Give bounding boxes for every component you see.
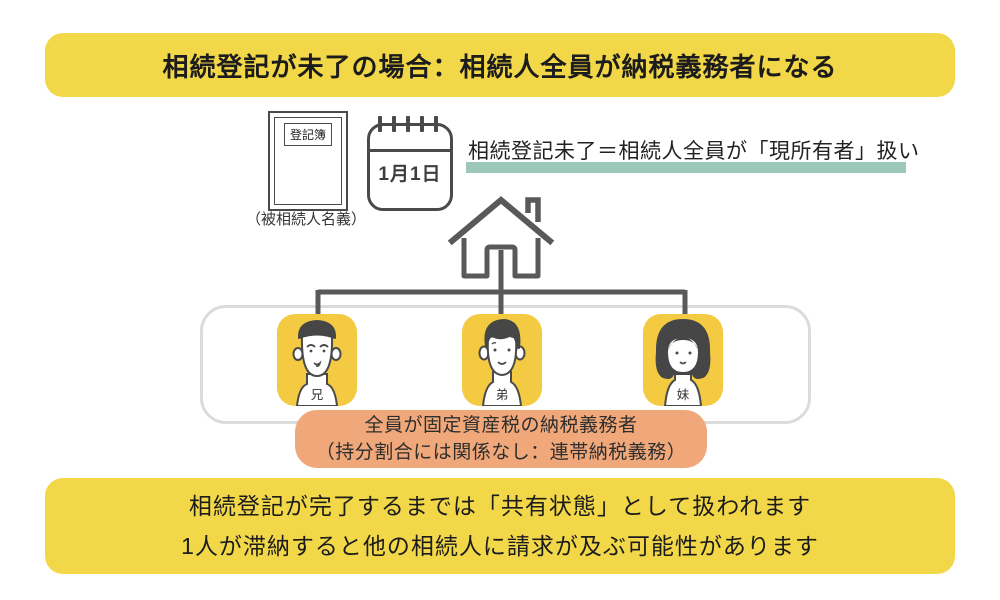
- house-icon: [447, 196, 555, 279]
- registry-book-caption: （被相続人名義）: [245, 211, 366, 228]
- registry-book-label: 登記簿: [283, 123, 333, 146]
- heir-avatar-younger-sister: 妹: [643, 314, 723, 406]
- calendar-separator: [370, 149, 450, 152]
- heir-label: 妹: [676, 388, 690, 402]
- calendar-binding-tick: [406, 116, 410, 132]
- footer-line2: 1人が滞納すると他の相続人に請求が及ぶ可能性があります: [181, 533, 819, 559]
- calendar-binding-tick: [434, 116, 438, 132]
- calendar-binding-tick: [378, 116, 382, 132]
- headline-text: 相続登記未了＝相続人全員が「現所有者」扱い: [468, 140, 920, 163]
- headline-highlight-underline: [466, 162, 906, 173]
- elder-brother-face-illustration: [292, 320, 342, 406]
- heir-avatar-younger-brother: 弟: [462, 314, 542, 406]
- calendar-icon: 1月1日: [367, 116, 453, 211]
- younger-sister-face-illustration: [655, 319, 711, 406]
- footer-banner: 相続登記が完了するまでは「共有状態」として扱われます 1人が滞納すると他の相続人…: [45, 478, 955, 574]
- heir-avatar-elder-brother: 兄: [277, 314, 357, 406]
- registry-book-inner-border: [274, 117, 342, 205]
- heir-label: 兄: [310, 388, 324, 402]
- title-banner: 相続登記が未了の場合：相続人全員が納税義務者になる: [45, 33, 955, 97]
- heir-label: 弟: [495, 388, 509, 402]
- footer-line1: 相続登記が完了するまでは「共有状態」として扱われます: [188, 493, 812, 519]
- younger-brother-face-illustration: [478, 319, 526, 406]
- tax-obligation-note: 全員が固定資産税の納税義務者 （持分割合には関係なし：連帯納税義務）: [295, 410, 707, 468]
- registry-book-icon: 登記簿: [268, 111, 348, 211]
- calendar-date: 1月1日: [378, 164, 442, 185]
- calendar-binding-tick: [392, 116, 396, 132]
- calendar-binding-tick: [420, 116, 424, 132]
- tax-note-line1: 全員が固定資産税の納税義務者: [364, 415, 638, 436]
- tax-note-line2: （持分割合には関係なし：連帯納税義務）: [315, 442, 687, 463]
- page-title: 相続登記が未了の場合：相続人全員が納税義務者になる: [162, 51, 838, 82]
